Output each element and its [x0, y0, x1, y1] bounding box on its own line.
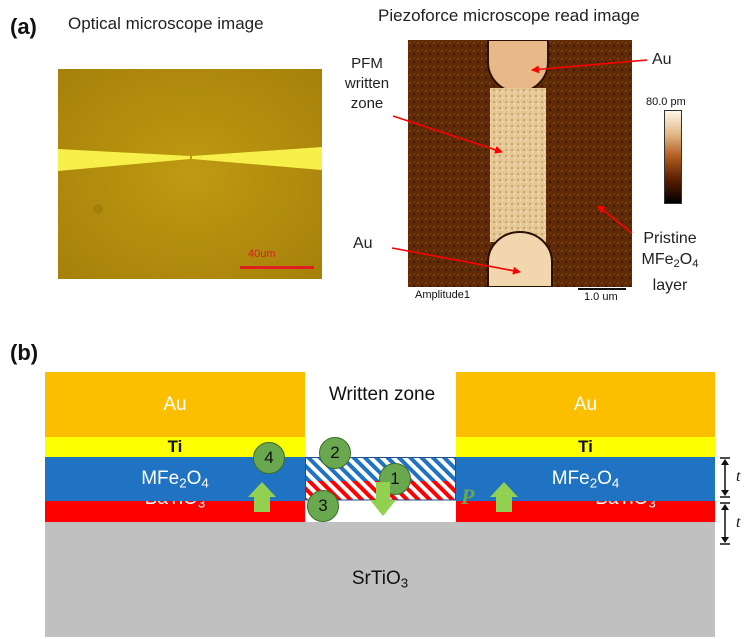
arrow-written-zone — [392, 115, 503, 154]
panel-a-label: (a) — [10, 14, 37, 39]
optical-image-title: Optical microscope image — [68, 14, 264, 33]
written-zone-label: Written zone — [328, 384, 436, 405]
ti-layer-left: Ti — [45, 437, 305, 457]
circle-2: 2 — [319, 437, 351, 469]
pfm-written-zone-label: PFM written zone — [344, 55, 390, 112]
mfe-left-label: MFe2O4 — [141, 467, 209, 491]
ti-left-label: Ti — [167, 437, 183, 456]
circle-3: 3 — [307, 490, 339, 522]
ti-layer-right: Ti — [456, 437, 715, 457]
optical-microscope-image: 40um — [58, 69, 322, 279]
polarization-arrows — [248, 482, 518, 516]
thickness-arrow-icon — [720, 502, 730, 545]
arrow-au-bottom — [391, 247, 521, 275]
thickness-label-mfe: t — [736, 468, 741, 485]
mfe-layer-right: MFe2O4 — [456, 457, 715, 501]
pfm-scalebar — [578, 288, 626, 290]
pfm-scalebar-label: 1.0 um — [584, 291, 618, 303]
pfm-image-title: Piezoforce microscope read image — [378, 6, 640, 25]
arrow-pristine — [597, 205, 633, 234]
panel-b-label: (b) — [10, 340, 39, 365]
thickness-arrow-icon — [720, 457, 730, 498]
up-arrow-icon — [490, 482, 518, 512]
up-arrow-icon — [248, 482, 276, 512]
au-right-label: Au — [573, 393, 598, 415]
au-top-label: Au — [652, 51, 672, 68]
circle-4: 4 — [253, 442, 285, 474]
arrow-au-top — [531, 59, 648, 74]
au-electrode-right: Au — [456, 372, 715, 437]
thickness-label-bto: t — [736, 514, 741, 531]
pfm-colorbar — [664, 110, 682, 204]
au-electrode-left: Au — [45, 372, 305, 437]
pfm-read-image — [408, 40, 632, 287]
sto-substrate: SrTiO3 — [45, 522, 715, 637]
polarization-label: P — [461, 484, 475, 509]
au-left-label: Au — [163, 393, 187, 415]
ti-right-label: Ti — [578, 437, 593, 456]
down-arrow-icon — [370, 482, 396, 516]
panel-a-annotation-arrows — [391, 59, 648, 275]
au-bottom-label: Au — [353, 235, 373, 252]
mfe-right-label: MFe2O4 — [551, 467, 620, 491]
colorbar-max-label: 80.0 pm — [646, 96, 686, 108]
optical-scalebar — [240, 266, 314, 269]
optical-scalebar-label: 40um — [248, 248, 276, 260]
amplitude-label: Amplitude1 — [415, 289, 471, 301]
thickness-markers — [720, 457, 730, 545]
sto-label: SrTiO3 — [351, 568, 409, 591]
